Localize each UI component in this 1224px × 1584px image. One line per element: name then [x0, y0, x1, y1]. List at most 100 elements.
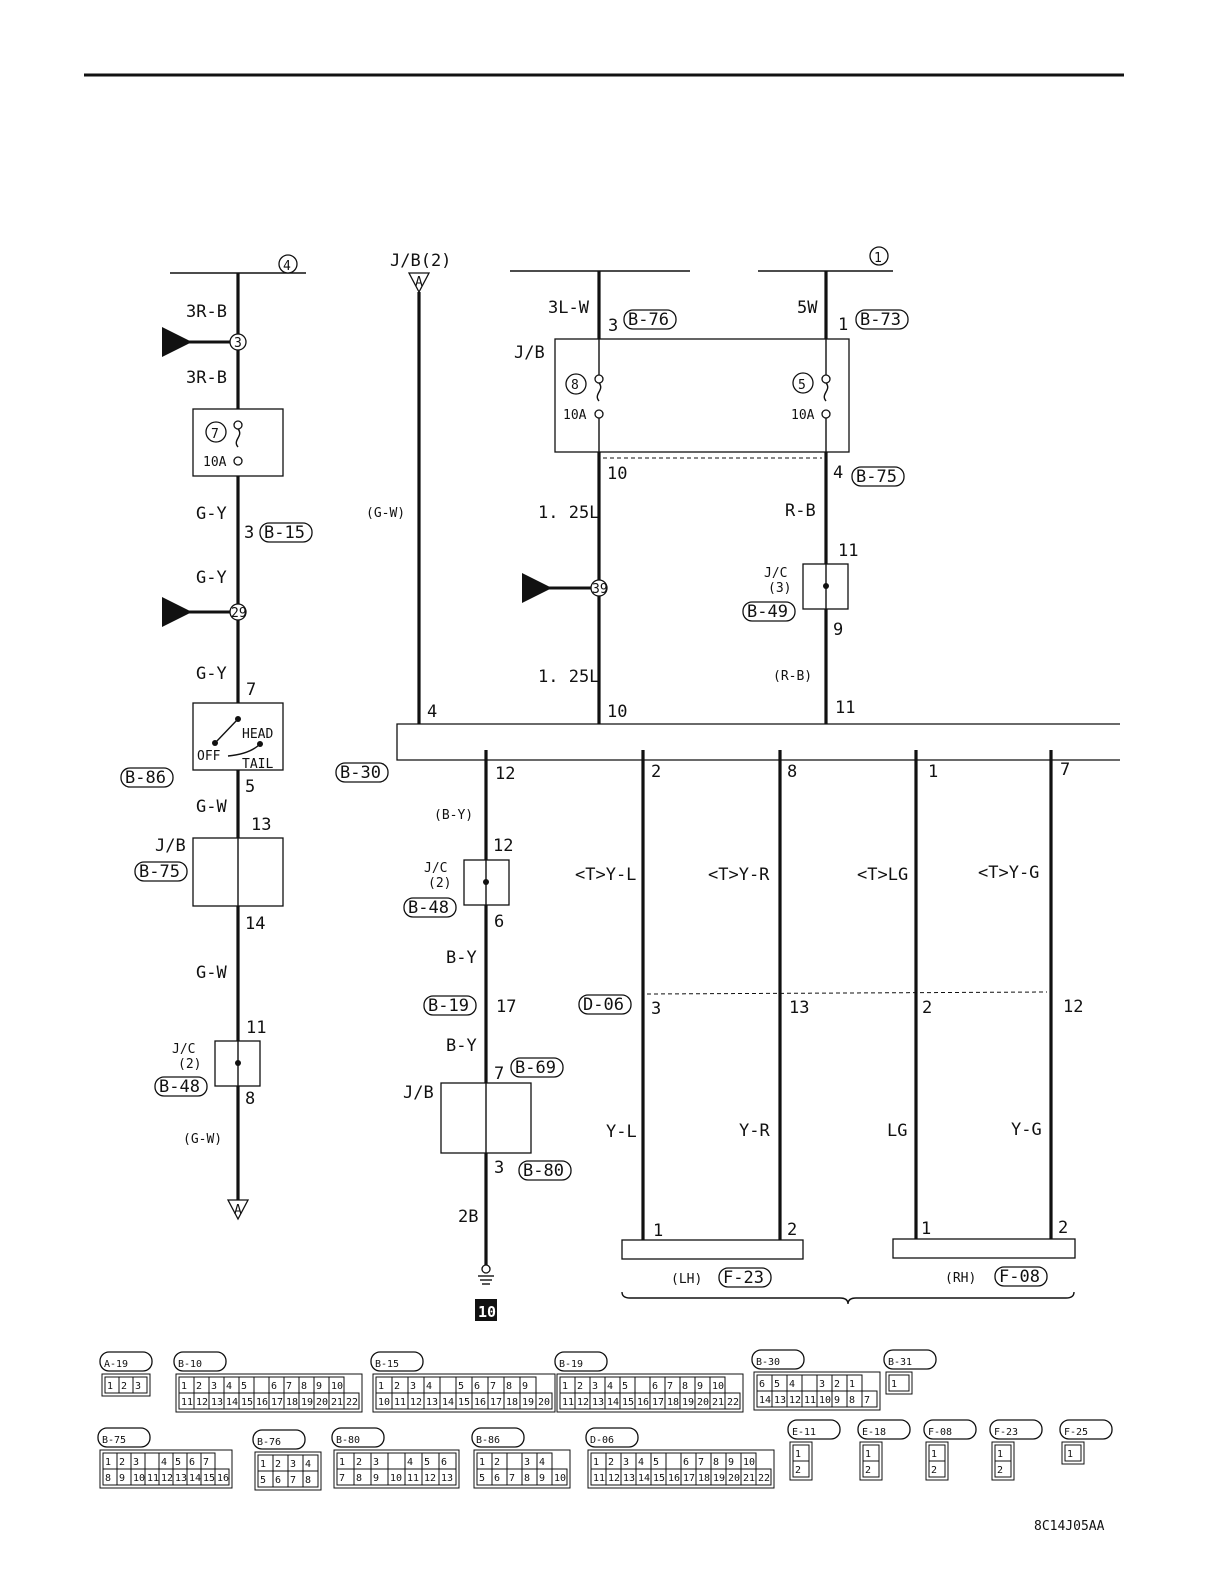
connector-pin: 9: [539, 1473, 545, 1484]
svg-text:B-80: B-80: [523, 1161, 564, 1181]
connector-pin: 5: [622, 1381, 628, 1392]
wire-tyl-label: <T>Y-L: [575, 865, 636, 885]
connector-pin: 3: [819, 1379, 825, 1390]
connector-pin: 14: [759, 1395, 771, 1406]
connector-pin: 4: [407, 1457, 413, 1468]
pin-2-rh: 2: [1058, 1218, 1068, 1238]
connector-pin: 7: [286, 1381, 292, 1392]
jc3-label: J/C: [764, 566, 787, 581]
pin-1-rh: 1: [921, 1219, 931, 1239]
connector-pin: 12: [410, 1397, 422, 1408]
connector-pin: 17: [652, 1397, 664, 1408]
connector-pin: 7: [667, 1381, 673, 1392]
connector-pin: 2: [121, 1381, 127, 1392]
connector-pin: 1: [181, 1381, 187, 1392]
connector-pin: 4: [789, 1379, 795, 1390]
connector-pin: 6: [275, 1475, 281, 1486]
connector-pin: 1: [865, 1449, 871, 1460]
connector-pin: 12: [161, 1473, 173, 1484]
connector-pin: 22: [346, 1397, 358, 1408]
splice-39-label: 39: [592, 582, 608, 597]
pin-1-b30: 1: [928, 762, 938, 782]
connector-pin: 1: [1067, 1449, 1073, 1460]
connector-pin: 10: [378, 1397, 390, 1408]
connector-pin: 8: [305, 1475, 311, 1486]
connector-pin: 9: [697, 1381, 703, 1392]
splice-3-label: 3: [234, 336, 242, 351]
ref-b80: B-80: [518, 1160, 572, 1181]
connector-pin: 2: [196, 1381, 202, 1392]
connector-code: E-18: [862, 1427, 886, 1438]
connector-pin: 19: [301, 1397, 313, 1408]
circle-1-label: 1: [874, 251, 882, 266]
switch-head-label: HEAD: [242, 727, 273, 742]
fuse-block: 1 3L-W 3 B-76 5W 1 B-73 J/B 8 10A 5 10A: [510, 246, 909, 732]
connector-pin: 2: [865, 1465, 871, 1476]
pin-12-b30: 12: [495, 764, 515, 784]
jb-box-top: [554, 338, 850, 453]
fuse-5-number: 5: [798, 378, 806, 393]
connector-code: B-80: [336, 1435, 360, 1446]
connector-pin: 9: [373, 1473, 379, 1484]
connector-pin: 14: [189, 1473, 201, 1484]
fuse-7-number: 7: [211, 427, 219, 442]
ref-b19: B-19: [423, 995, 477, 1016]
ref-b69: B-69: [510, 1057, 564, 1078]
connector-code: B-86: [476, 1435, 500, 1446]
wire-gw-label-2: G-W: [196, 963, 227, 983]
connector-pin: 7: [290, 1475, 296, 1486]
connector-pin: 13: [774, 1395, 786, 1406]
connector-pin: 4: [426, 1381, 432, 1392]
connector-pin: 2: [931, 1465, 937, 1476]
connector-pin: 4: [226, 1381, 232, 1392]
svg-text:B-86: B-86: [125, 768, 166, 788]
connector-pin: 11: [593, 1473, 605, 1484]
connector-code: B-75: [102, 1435, 126, 1446]
wire-gy-label-1: G-Y: [196, 504, 227, 524]
connector-e-18: E-18 1 2: [857, 1419, 911, 1481]
connector-pin: 9: [522, 1381, 528, 1392]
lighting-switch-box: [192, 702, 284, 771]
connector-pin: 5: [260, 1475, 266, 1486]
svg-text:B-19: B-19: [428, 996, 469, 1016]
ref-d06: D-06: [578, 994, 632, 1015]
connector-pin: 3: [211, 1381, 217, 1392]
connector-pin: 16: [256, 1397, 268, 1408]
connector-pin: 4: [305, 1459, 311, 1470]
connector-code: B-76: [257, 1437, 281, 1448]
connector-a-bottom: A: [234, 1203, 242, 1218]
pin-8-label-left: 8: [245, 1089, 255, 1109]
connector-pin: 11: [804, 1395, 816, 1406]
ref-b75-top: B-75: [851, 466, 905, 487]
jb-label-top: J/B: [514, 343, 545, 363]
b30-connector-bar: B-30 12 2 8 1 7: [335, 723, 1120, 784]
jb-label-left: J/B: [155, 836, 186, 856]
pin-2-b30: 2: [651, 762, 661, 782]
svg-text:10: 10: [478, 1303, 496, 1321]
wire-125l-label-2: 1. 25L: [538, 667, 599, 687]
fuse-5-rating: 10A: [791, 408, 815, 423]
connector-pin: 14: [607, 1397, 619, 1408]
fuse-8-rating: 10A: [563, 408, 587, 423]
wire-yr-label: Y-R: [739, 1121, 770, 1141]
connector-pin: 1: [339, 1457, 345, 1468]
connector-pin: 13: [175, 1473, 187, 1484]
connector-pin: 9: [316, 1381, 322, 1392]
switch-tail-label: TAIL: [242, 757, 273, 772]
wire-gw-paren-label: (G-W): [183, 1132, 222, 1147]
connector-pin: 11: [181, 1397, 193, 1408]
connector-pin: 6: [683, 1457, 689, 1468]
connector-pin: 4: [539, 1457, 545, 1468]
jb2-feed: J/B(2) A (G-W) 4: [366, 251, 451, 732]
connector-pin: 13: [211, 1397, 223, 1408]
ref-b30: B-30: [335, 762, 389, 783]
connector-pin: 16: [637, 1397, 649, 1408]
connector-pin: 8: [713, 1457, 719, 1468]
connector-pin: 11: [394, 1397, 406, 1408]
connector-pin: 5: [653, 1457, 659, 1468]
svg-text:B-76: B-76: [628, 310, 669, 330]
